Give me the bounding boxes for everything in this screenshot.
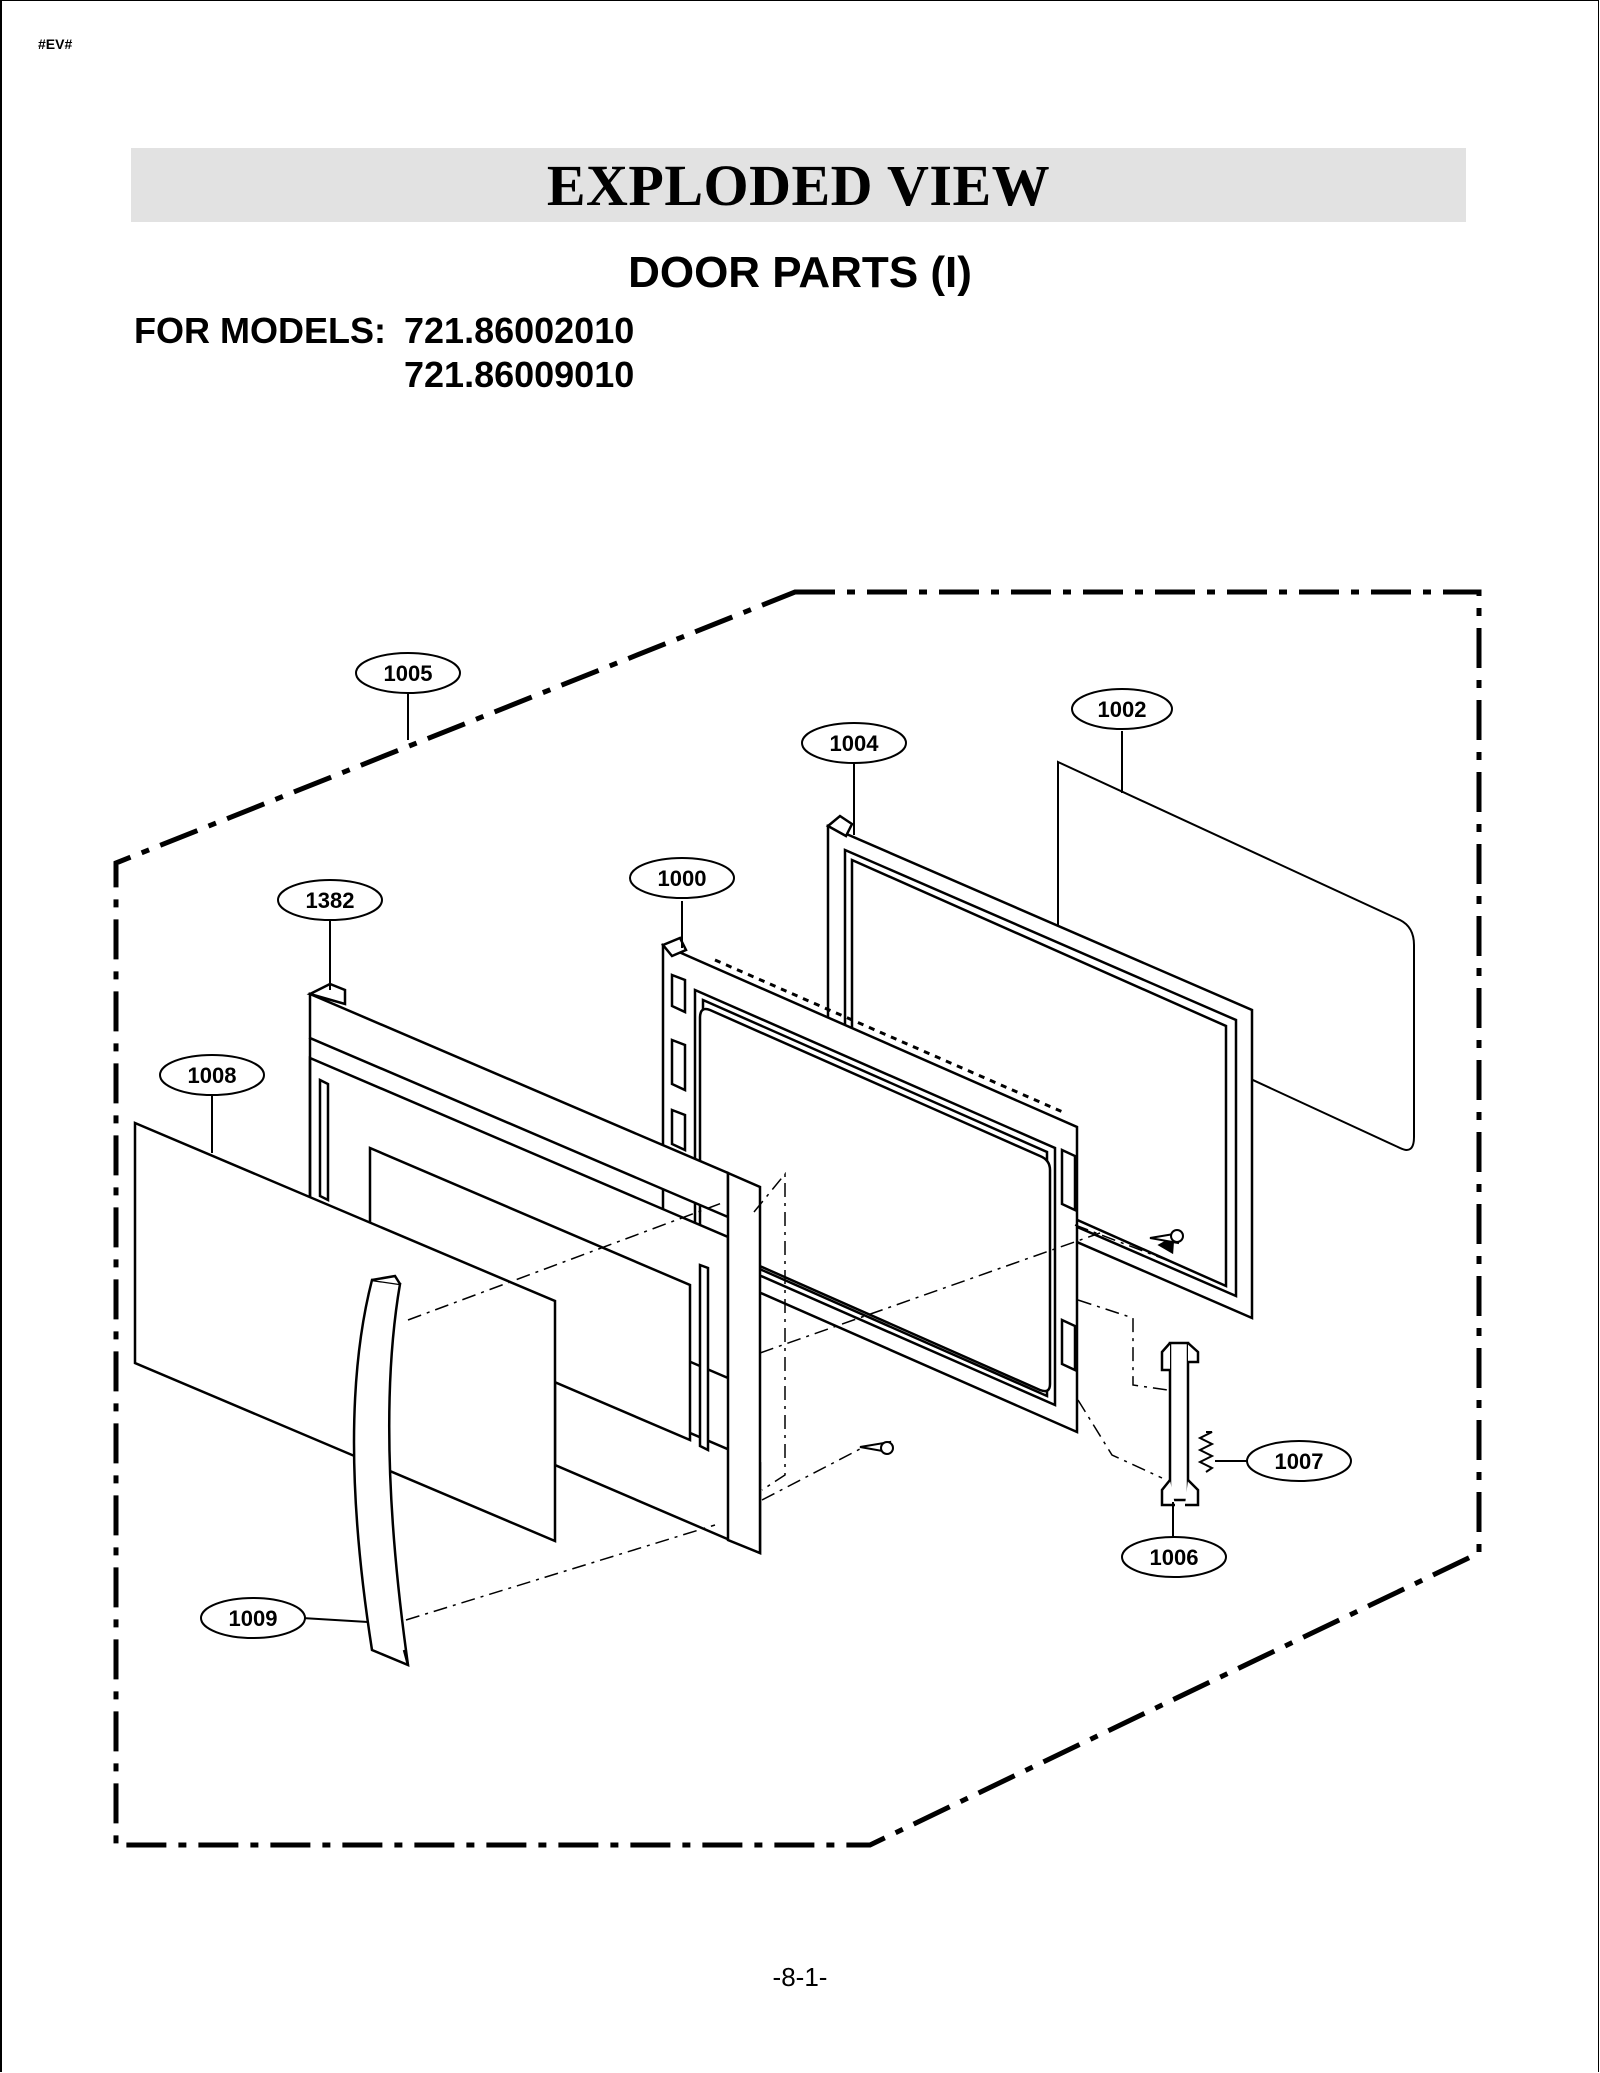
model-number-1: 721.86002010 [404, 310, 635, 351]
callout-1007-label: 1007 [1275, 1449, 1324, 1474]
page-number: -8-1- [772, 1962, 828, 1992]
callout-1382: 1382 [277, 879, 383, 921]
outer-door-glass [133, 1121, 557, 1543]
callout-1002-label: 1002 [1098, 697, 1147, 722]
callout-1000: 1000 [629, 857, 735, 899]
latch-spring [1197, 1431, 1215, 1473]
model-number-2: 721.86009010 [404, 354, 635, 395]
callout-1004-label: 1004 [830, 731, 880, 756]
callout-1006-label: 1006 [1150, 1545, 1199, 1570]
door-screws [859, 1229, 1184, 1455]
callout-1002: 1002 [1071, 688, 1173, 730]
door-glass-panel [1057, 760, 1415, 1151]
assembly-guide-lines [405, 1171, 1173, 1621]
callout-1009: 1009 [200, 1597, 306, 1639]
assembly-boundary [113, 589, 1482, 1848]
door-handle [352, 1274, 410, 1667]
frame-serrations [714, 958, 1066, 1115]
callout-leaders [211, 693, 1251, 1623]
callout-1005-label: 1005 [384, 661, 433, 686]
section-subtitle: DOOR PARTS (I) [628, 248, 972, 297]
callout-1006: 1006 [1121, 1536, 1227, 1578]
document-code: #EV# [38, 36, 73, 52]
door-choke-frame [825, 814, 1254, 1320]
callout-1008: 1008 [159, 1054, 265, 1096]
callout-1004: 1004 [801, 722, 907, 764]
door-latch [1160, 1341, 1200, 1507]
callout-1007: 1007 [1246, 1440, 1352, 1482]
title-banner: EXPLODED VIEW [131, 148, 1466, 222]
callout-1382-label: 1382 [306, 888, 355, 913]
callout-1009-label: 1009 [229, 1606, 278, 1631]
models-label: FOR MODELS: [134, 310, 386, 351]
callout-1005: 1005 [355, 652, 461, 694]
callout-1008-label: 1008 [188, 1063, 237, 1088]
callout-1000-label: 1000 [658, 866, 707, 891]
page-title: EXPLODED VIEW [546, 152, 1051, 218]
